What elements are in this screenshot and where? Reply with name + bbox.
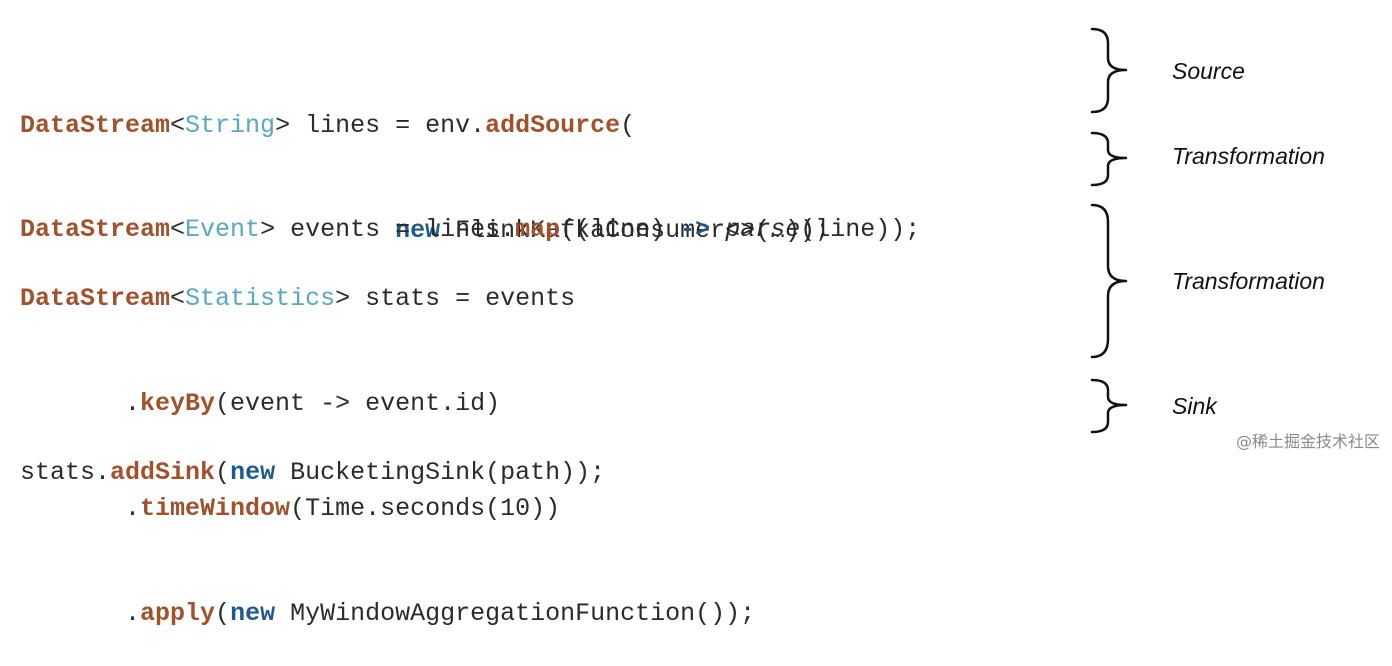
code-indent: . <box>20 389 141 418</box>
code-block-map: DataStream<Event> events = lines.map((li… <box>20 142 920 282</box>
code-function-call: parse <box>725 215 801 244</box>
code-line: .keyBy(event -> event.id) <box>20 386 755 421</box>
code-text: events = lines. <box>275 215 516 244</box>
code-class-name: DataStream <box>20 284 171 313</box>
code-generic-type: Statistics <box>185 284 336 313</box>
code-text: ( <box>215 458 231 487</box>
code-line: DataStream<String> lines = env.addSource… <box>20 111 636 140</box>
code-method-name: apply <box>140 599 216 628</box>
code-lambda-arrow: -> <box>680 215 711 244</box>
code-text: stats = events <box>350 284 576 313</box>
code-class-name: DataStream <box>20 111 171 140</box>
code-new-keyword: new <box>230 458 276 487</box>
code-text: BucketingSink(path)); <box>275 458 606 487</box>
code-line: stats.addSink(new BucketingSink(path)); <box>20 455 605 490</box>
brace-sink <box>1090 378 1128 434</box>
code-method-name: keyBy <box>140 389 216 418</box>
code-text: stats. <box>20 458 111 487</box>
code-text: MyWindowAggregationFunction()); <box>275 599 756 628</box>
code-method-name: addSink <box>110 458 216 487</box>
code-text: ((line) <box>560 215 681 244</box>
code-text: lines = env. <box>290 111 486 140</box>
code-method-name: map <box>515 215 561 244</box>
code-method-name: addSource <box>485 111 621 140</box>
code-block-source: DataStream<String> lines = env.addSource… <box>20 38 830 283</box>
code-line: new FlinkKafkaConsumer<>(…)); <box>20 213 830 248</box>
code-text: FlinkKafkaConsumer<>(…)); <box>440 216 831 245</box>
brace-map <box>1090 131 1128 187</box>
code-line: DataStream<Event> events = lines.map((li… <box>20 215 921 244</box>
brace-window <box>1090 203 1128 359</box>
watermark: @稀土掘金技术社区 <box>1235 432 1380 451</box>
code-new-keyword: new <box>395 216 441 245</box>
label-sink: Sink <box>1172 393 1217 419</box>
label-source: Source <box>1172 58 1245 84</box>
code-generic-type: Event <box>185 215 261 244</box>
code-text: (line)); <box>800 215 921 244</box>
code-text: ( <box>620 111 636 140</box>
code-text: ( <box>215 599 231 628</box>
brace-group <box>1090 27 1128 434</box>
code-class-name: DataStream <box>20 215 171 244</box>
code-line: .apply(new MyWindowAggregationFunction()… <box>20 596 755 631</box>
code-generic-type: String <box>185 111 276 140</box>
label-transformation-window: Transformation <box>1172 268 1325 294</box>
code-indent: . <box>20 599 141 628</box>
brace-source <box>1090 27 1128 114</box>
code-new-keyword: new <box>230 599 276 628</box>
code-line: DataStream<Statistics> stats = events <box>20 284 576 313</box>
code-text: (event -> event.id) <box>215 389 501 418</box>
label-transformation-map: Transformation <box>1172 143 1325 169</box>
